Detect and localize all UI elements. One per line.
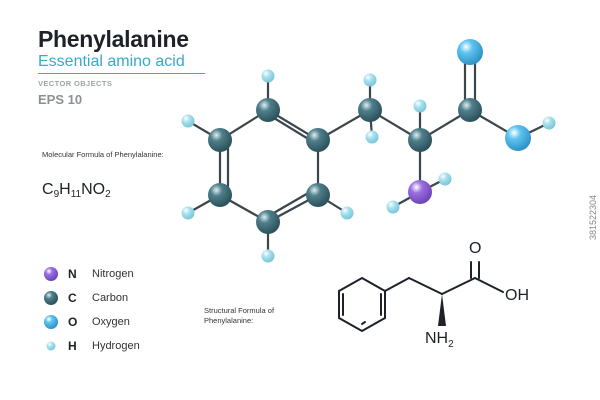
carbon-atom xyxy=(256,98,280,122)
nitrogen-atom xyxy=(408,180,432,204)
carbon-atom xyxy=(306,128,330,152)
legend-name: Hydrogen xyxy=(92,340,140,352)
nitrogen-atom-icon xyxy=(44,267,58,281)
carbon-atom-icon xyxy=(44,291,58,305)
carbon-atom xyxy=(208,183,232,207)
legend-symbol: O xyxy=(68,315,78,329)
carbonyl-oxygen-label: O xyxy=(469,240,482,257)
page-title: Phenylalanine xyxy=(38,26,189,52)
legend-item-nitrogen: N Nitrogen xyxy=(40,264,190,284)
legend-symbol: C xyxy=(68,291,77,305)
hydrogen-atom xyxy=(261,69,275,83)
molecular-formula: C9H11NO2 xyxy=(42,181,111,200)
hydrogen-atom xyxy=(365,130,379,144)
legend-symbol: H xyxy=(68,339,77,353)
carbon-atom xyxy=(358,98,382,122)
legend-item-hydrogen: H Hydrogen xyxy=(40,336,190,356)
hydrogen-atom xyxy=(413,99,427,113)
hydrogen-atom xyxy=(181,206,195,220)
hydrogen-atom xyxy=(542,116,556,130)
side-id-text: 381522304 xyxy=(588,194,598,240)
skeletal-bonds xyxy=(338,261,504,333)
hydrogen-atom xyxy=(261,249,275,263)
oxygen-atom xyxy=(505,125,531,151)
legend-name: Oxygen xyxy=(92,316,130,328)
vector-objects-label: VECTOR OBJECTS xyxy=(38,79,113,88)
oxygen-atom xyxy=(457,39,483,65)
molecular-formula-label: Molecular Formula of Phenylalanine: xyxy=(42,150,164,159)
hydrogen-atom xyxy=(340,206,354,220)
wedge-bond xyxy=(438,294,446,326)
hydrogen-atom xyxy=(363,73,377,87)
hydrogen-atom-icon xyxy=(46,341,56,351)
carbon-atom xyxy=(458,98,482,122)
carbon-atom xyxy=(256,210,280,234)
legend-name: Carbon xyxy=(92,292,129,304)
hydrogen-atom xyxy=(181,114,195,128)
legend-item-oxygen: O Oxygen xyxy=(40,312,190,332)
legend-symbol: N xyxy=(68,267,77,281)
carbon-atom xyxy=(408,128,432,152)
amine-label: NH2 xyxy=(425,330,454,351)
structural-formula-label: Structural Formula of Phenylalanine: xyxy=(204,306,275,325)
hydrogen-atom xyxy=(386,200,400,214)
model-atoms xyxy=(181,39,556,263)
page-subtitle: Essential amino acid xyxy=(38,53,185,70)
carbon-atom xyxy=(208,128,232,152)
legend-item-carbon: C Carbon xyxy=(40,288,190,308)
hydrogen-atom xyxy=(438,172,452,186)
hydroxyl-label: OH xyxy=(505,287,529,304)
title-divider xyxy=(38,73,205,74)
legend-name: Nitrogen xyxy=(92,268,134,280)
eps-label: EPS 10 xyxy=(38,92,83,107)
oxygen-atom-icon xyxy=(44,315,58,329)
carbon-atom xyxy=(306,183,330,207)
